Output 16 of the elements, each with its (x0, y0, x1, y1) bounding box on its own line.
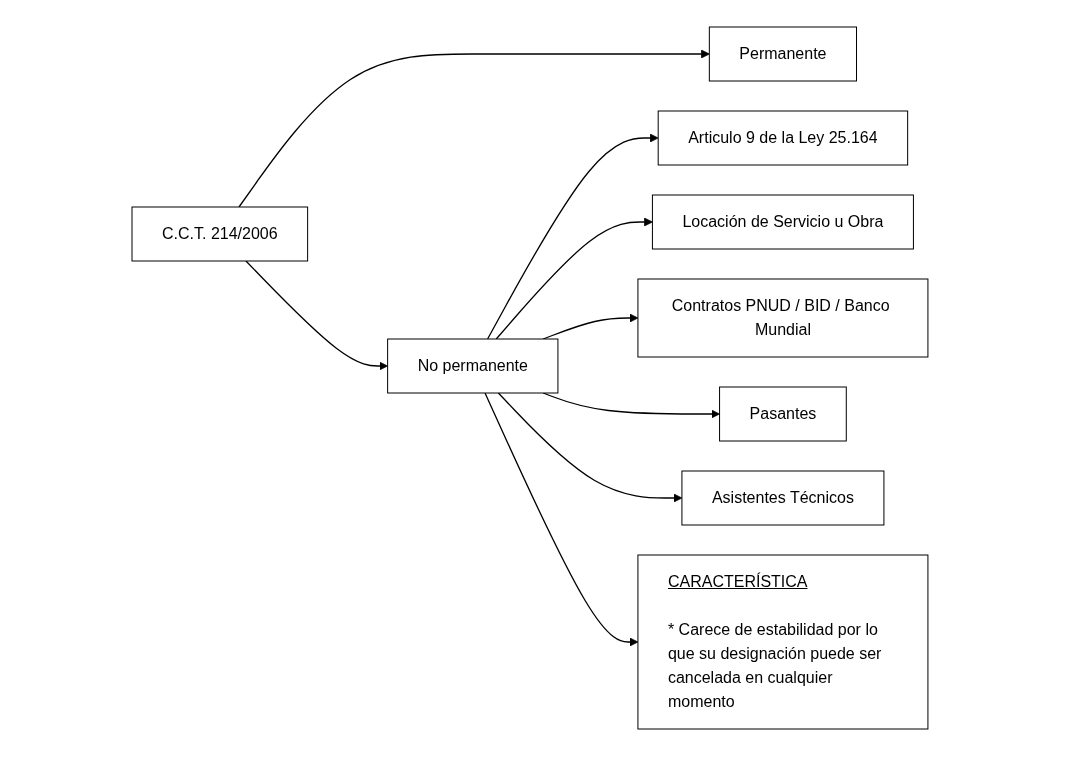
node-box: Permanente (708, 26, 858, 82)
node-box: Articulo 9 de la Ley 25.164 (657, 110, 909, 166)
node-box: Pasantes (719, 386, 847, 442)
arrow (484, 392, 639, 647)
arrow (495, 217, 653, 340)
node-box: Locación de Servicio u Obra (651, 194, 914, 250)
arrow (497, 392, 683, 503)
node-box: CARACTERÍSTICA * Carece de estabilidad por lo que su designación puede ser cancelada en cualquier momento (637, 554, 929, 730)
arrow (245, 260, 389, 371)
arrow (238, 49, 710, 208)
node-box: Asistentes Técnicos (681, 470, 885, 526)
node-box: No permanente (387, 338, 559, 394)
node-box: C.C.T. 214/2006 (131, 206, 309, 262)
node-box: Contratos PNUD / BID / Banco Mundial (637, 278, 929, 358)
arrow (487, 133, 659, 340)
arrow (542, 313, 639, 340)
